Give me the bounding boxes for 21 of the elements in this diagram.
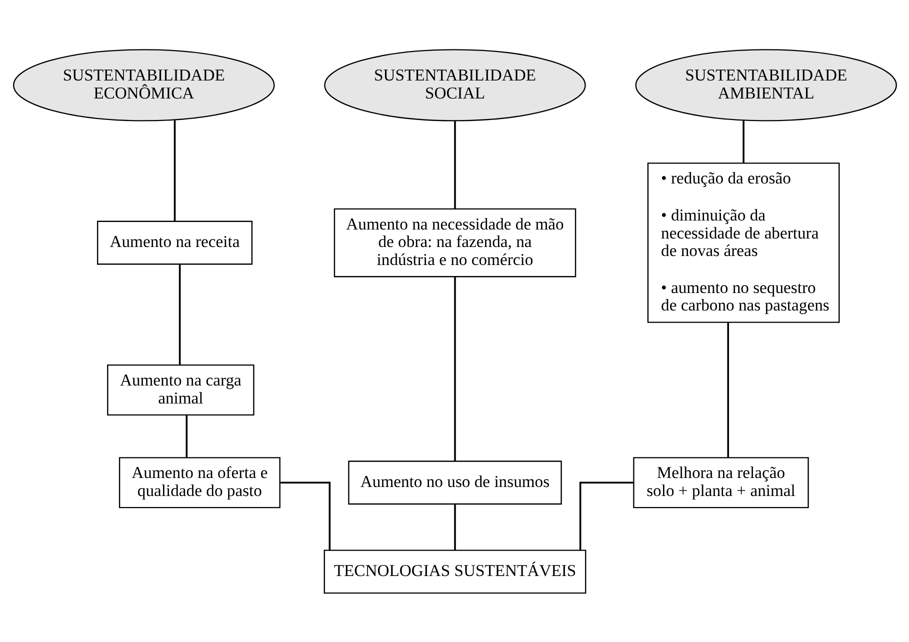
- connector: [454, 120, 456, 208]
- connector: [185, 414, 188, 458]
- connector: [454, 504, 456, 550]
- node-box: • redução da erosão • diminuição da necessidade de abertura de novas áreas • aumento no sequestro de carbono nas pastagens: [646, 162, 840, 322]
- node-box: Aumento na oferta e qualidade do pasto: [118, 456, 280, 508]
- node-box: Melhora na relação solo + planta + animal: [632, 456, 808, 508]
- node-ellipse: SUSTENTABILIDADE SOCIAL: [324, 48, 586, 121]
- node-ellipse: SUSTENTABILIDADE AMBIENTAL: [634, 48, 896, 121]
- node-ellipse: SUSTENTABILIDADE ECONÔMICA: [12, 48, 274, 121]
- node-box: TECNOLOGIAS SUSTENTÁVEIS: [323, 549, 586, 594]
- connector: [173, 119, 176, 221]
- connector: [742, 120, 744, 163]
- node-box: Aumento na necessidade de mão de obra: na fazenda, na indústria e no comércio: [333, 208, 576, 277]
- connector: [178, 264, 180, 364]
- node-box: Aumento na carga animal: [106, 364, 254, 416]
- node-box: Aumento no uso de insumos: [348, 460, 562, 504]
- connector: [454, 276, 456, 461]
- node-box: Aumento na receita: [96, 220, 252, 264]
- connector: [726, 322, 728, 457]
- connector: [280, 481, 330, 550]
- connector: [578, 481, 633, 550]
